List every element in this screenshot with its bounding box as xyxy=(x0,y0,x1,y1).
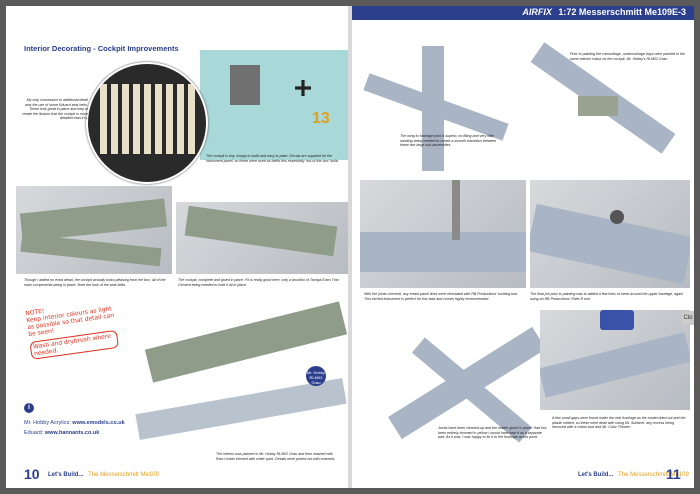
rlm02-badge: Mr. Hobby RLM02 Grau xyxy=(306,366,326,386)
footer-left: Let's Build... The Messerschmitt Me109 xyxy=(48,472,159,478)
mr-hobby-label: Mr. Hobby Acrylics: xyxy=(24,420,71,426)
eduard-label: Eduard: xyxy=(24,430,44,436)
footer-subject-right: The Messerschmitt Me109 xyxy=(618,472,689,478)
header-title: AIRFIX 1:72 Messerschmitt Me109E-3 xyxy=(522,7,686,17)
cockpit-tiny-caption: The cockpit is tiny, simply to build and… xyxy=(206,154,339,163)
page-number-right: 11 xyxy=(666,466,681,482)
rivet-tool-photo xyxy=(530,180,690,288)
credits-eduard: Eduard: www.hannants.co.uk xyxy=(24,430,99,436)
seat-belts-circle xyxy=(86,62,208,184)
eduard-link[interactable]: www.hannants.co.uk xyxy=(44,430,100,436)
info-icon: i xyxy=(24,403,34,413)
left-page: Interior Decorating - Cockpit Improvemen… xyxy=(6,6,348,488)
close-tab[interactable]: Clo xyxy=(682,311,694,325)
gaps-caption: A few small gaps were found under the re… xyxy=(552,416,686,429)
wing-join-photo xyxy=(362,36,512,176)
footer-subject: The Messerschmitt Me109 xyxy=(88,472,159,478)
page-number-left: 10 xyxy=(24,466,40,482)
footer-right: Let's Build... The Messerschmitt Me109 xyxy=(578,472,689,478)
header-bar: AIRFIX 1:72 Messerschmitt Me109E-3 xyxy=(352,6,694,20)
underside-photo xyxy=(518,36,690,176)
right-page: AIRFIX 1:72 Messerschmitt Me109E-3 The w… xyxy=(352,6,694,488)
brand-logo: AIRFIX xyxy=(522,7,552,17)
underside-caption: Prior to painting the camouflage, underc… xyxy=(570,52,685,61)
decal-sheet-photo: 13 xyxy=(200,50,348,160)
joints-caption: Joints have been cleaned-up and the rudd… xyxy=(438,426,547,439)
wing-join-caption: The wing to fuselage joint is superb, no… xyxy=(400,134,497,147)
scribing-photo xyxy=(360,180,526,288)
panel-lines-caption: With the joints checked, any errant pane… xyxy=(364,292,519,301)
page-spine xyxy=(348,6,352,488)
footer-lets-build: Let's Build... xyxy=(48,472,84,478)
footer-lets-build-right: Let's Build... xyxy=(578,472,614,478)
rivets-caption: The final job prior to painting was to a… xyxy=(530,292,684,301)
cockpit-complete-caption: The cockpit, complete and glued in place… xyxy=(178,278,339,287)
rudder-photo xyxy=(362,310,552,468)
cockpit-photo-2 xyxy=(176,202,348,274)
mr-hobby-link[interactable]: www.emodels.co.uk xyxy=(72,420,125,426)
gaps-photo xyxy=(540,310,690,410)
section-title: Interior Decorating - Cockpit Improvemen… xyxy=(24,44,179,53)
interior-painted-caption: The interior was painted in Mr. Hobby RL… xyxy=(216,452,336,461)
credits-mr-hobby: Mr. Hobby Acrylics: www.emodels.co.uk xyxy=(24,420,125,426)
note-handwritten: NOTE! Keep interior colours as light as … xyxy=(25,298,120,360)
cockpit-photo-1 xyxy=(16,186,172,274)
belts-caption: My only concession to additional detail … xyxy=(22,98,88,120)
kit-title: 1:72 Messerschmitt Me109E-3 xyxy=(558,7,686,17)
seat-belts-caption: Though I added no extra detail, the cock… xyxy=(24,278,166,287)
